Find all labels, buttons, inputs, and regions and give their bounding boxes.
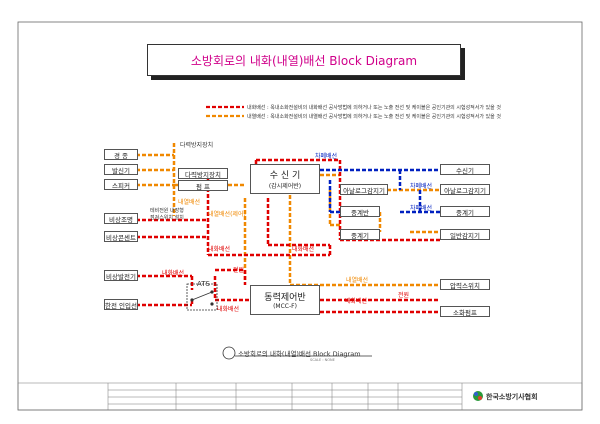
fire-wiring <box>136 158 440 314</box>
speaker-box: 스피커 <box>104 179 138 190</box>
caption-circle <box>222 346 236 360</box>
shield-wiring-label-3: 차폐배선 <box>410 205 433 212</box>
org-name: 한국소방기사협회 <box>486 393 538 401</box>
shield-wiring-label-1: 차폐배선 <box>315 153 338 160</box>
legend-fire-text: 내화배선 : 옥내소화전설비의 내화배선 공사방법에 의하거나 또는 노출 전선… <box>247 105 501 111</box>
shutter-top-label: 다력방지장치 <box>180 142 214 149</box>
relay-panel-box: 중계반 <box>340 206 380 217</box>
diagram-title: 소방회로의 내화(내열)배선 Block Diagram <box>147 44 461 76</box>
analog-detector-1-box: 아날로그감지기 <box>340 184 388 195</box>
heat-wiring <box>136 143 440 287</box>
receiver-main-label: 수 신 기 <box>269 171 301 181</box>
power-label-1: 전원 <box>233 267 245 274</box>
power-panel-box: 동력제어반 (MCC-F) <box>250 285 320 315</box>
alarm-bell-box: 경 종 <box>104 149 138 160</box>
org-logo-icon <box>473 391 483 401</box>
receiver-main-box: 수 신 기 (감시제어반) <box>250 164 320 194</box>
bottom-scale: SCALE : NONE <box>310 358 335 362</box>
receiver-right-box: 수신기 <box>440 164 490 175</box>
fire-wiring-label-3: 내화배선 <box>162 270 185 277</box>
emergency-light-box: 비상조명 <box>104 213 138 224</box>
fire-wiring-label-4: 내화배선 <box>217 306 240 313</box>
emergency-outlet-box: 비상콘센트 <box>104 231 138 242</box>
receiver-sub-label: (감시제어반) <box>268 183 302 190</box>
bottom-caption: 소방회로의 내화(내열)배선 Block Diagram <box>238 350 361 358</box>
remote-emergency-label: 테비전원 내장형 점검스위치 설치 <box>150 208 184 221</box>
heat-wiring-label-3: 내열배선 <box>346 277 369 284</box>
shield-wiring-label-2: 차폐배선 <box>410 183 433 190</box>
fire-wiring-label-2: 내화배선 <box>292 246 315 253</box>
fire-wiring-label-1: 내화배선 <box>208 246 231 253</box>
general-detector-box: 일반감지기 <box>440 229 490 240</box>
heat-wiring-label-2: 내열배선(제어) <box>208 211 246 218</box>
shutter-box: 다력방지장치 <box>178 168 228 179</box>
power-label-2: 전원 <box>398 292 410 299</box>
shield-wiring <box>320 168 440 214</box>
pump-box: 펌 프 <box>178 180 228 191</box>
heat-wiring-label-1: 내열배선 <box>178 199 201 206</box>
fire-wiring-label-5: 배화배선 <box>345 298 368 305</box>
utility-power-box: 한전 인입선 <box>104 299 138 310</box>
title-block <box>17 382 583 411</box>
fire-pump-box: 소화펌프 <box>440 306 490 317</box>
generator-box: 비상발전기 <box>104 270 138 281</box>
relay-1-box: 중계기 <box>340 229 380 240</box>
pressure-switch-box: 압력스위치 <box>440 279 490 290</box>
transmitter-box: 발신기 <box>104 164 138 175</box>
analog-detector-2-box: 아날로그감지기 <box>440 184 490 195</box>
ats-switch <box>186 283 218 311</box>
ats-label: ATS <box>197 280 210 288</box>
relay-2-box: 중계기 <box>440 206 490 217</box>
power-panel-label: 동력제어반 <box>264 293 306 303</box>
power-panel-sub-label: (MCC-F) <box>273 303 297 310</box>
legend-heat-text: 내열배선 : 옥내소화전설비의 내열배선 공사방법에 의하거나 또는 노출 전선… <box>247 114 501 120</box>
